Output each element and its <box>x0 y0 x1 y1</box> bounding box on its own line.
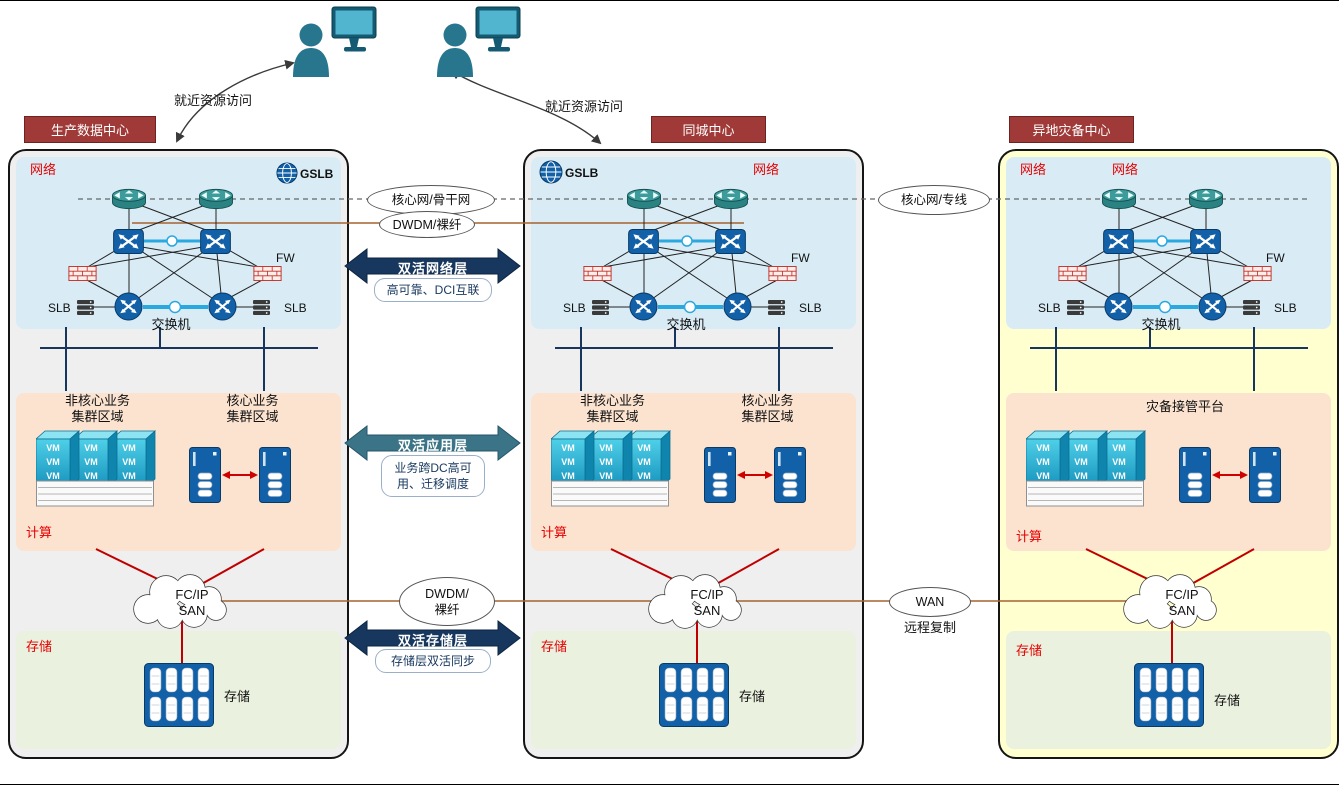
network-layer-desc: 高可靠、DCI互联 <box>374 278 492 302</box>
core-line1: 核心业务 <box>741 393 794 408</box>
switch-label: 交换机 <box>1141 317 1181 332</box>
slb-right-label: SLB <box>284 301 307 315</box>
app-layer-desc: 业务跨DC高可用、迁移调度 <box>381 455 485 497</box>
storage-section <box>531 631 856 749</box>
storage-section <box>1006 631 1331 749</box>
user-workstation-icon <box>436 6 521 78</box>
network-label-right: 网络 <box>1112 162 1139 177</box>
access-label-left: 就近资源访问 <box>173 93 252 108</box>
wan-desc-label: 远程复制 <box>903 620 956 635</box>
dwdm-line1: DWDM/ <box>425 586 469 601</box>
network-label: 网络 <box>753 162 780 177</box>
storage-label: 存储 <box>26 639 53 654</box>
compute-section <box>1006 393 1331 551</box>
network-label: 网络 <box>30 162 57 177</box>
datacenter-production: 网络 GSLB FW SLB SLB 交换机 非核心业务集群区域 核心业务集群区… <box>8 149 349 759</box>
noncore-line2: 集群区域 <box>586 409 639 424</box>
fw-label: FW <box>791 251 810 265</box>
gslb-label: GSLB <box>565 166 599 180</box>
app-desc-line1: 业务跨DC高可 <box>394 461 472 475</box>
slb-right-label: SLB <box>1274 301 1297 315</box>
storage-layer-desc: 存储层双活同步 <box>375 649 491 673</box>
wan-oval: WAN <box>889 587 971 617</box>
noncore-cluster-title: 非核心业务集群区域 <box>565 393 660 425</box>
storage-device-label: 存储 <box>1214 693 1241 708</box>
san-line2: SAN <box>1168 603 1196 618</box>
dwdm-line2: 裸纤 <box>434 602 460 617</box>
network-label-left: 网络 <box>1020 162 1047 177</box>
app-layer-title: 双活应用层 <box>397 438 468 453</box>
slb-right-label: SLB <box>799 301 822 315</box>
storage-label: 存储 <box>1016 643 1043 658</box>
user-workstation-icon <box>292 6 377 78</box>
datacenter-samecity: GSLB 网络 FW SLB SLB 交换机 非核心业务集群区域 核心业务集群区… <box>523 149 864 759</box>
storage-layer-title: 双活存储层 <box>397 633 468 648</box>
san-line2: SAN <box>178 603 206 618</box>
core-private-oval: 核心网/专线 <box>878 185 990 215</box>
dwdm-bottom-oval: DWDM/裸纤 <box>399 577 495 626</box>
core-line1: 核心业务 <box>226 393 279 408</box>
san-line1: FC/IP <box>690 587 724 602</box>
dwdm-top-oval: DWDM/裸纤 <box>379 211 475 238</box>
slb-left-label: SLB <box>1038 301 1061 315</box>
network-layer-title: 双活网络层 <box>397 261 468 276</box>
dc3-title: 异地灾备中心 <box>1009 116 1134 143</box>
dc2-title: 同城中心 <box>651 116 766 143</box>
storage-device-label: 存储 <box>739 689 766 704</box>
storage-device-label: 存储 <box>224 689 251 704</box>
compute-label: 计算 <box>541 525 568 540</box>
switch-label: 交换机 <box>666 317 706 332</box>
noncore-line1: 非核心业务 <box>579 393 645 408</box>
slb-left-label: SLB <box>48 301 71 315</box>
san-line2: SAN <box>693 603 721 618</box>
storage-label: 存储 <box>541 639 568 654</box>
storage-section <box>16 631 341 749</box>
gslb-label: GSLB <box>300 167 334 181</box>
compute-label: 计算 <box>1016 529 1043 544</box>
noncore-cluster-title: 非核心业务集群区域 <box>50 393 145 425</box>
core-cluster-title: 核心业务集群区域 <box>205 393 300 425</box>
switch-label: 交换机 <box>151 317 191 332</box>
core-cluster-title: 核心业务集群区域 <box>720 393 815 425</box>
fw-label: FW <box>276 251 295 265</box>
noncore-line2: 集群区域 <box>71 409 124 424</box>
core-line2: 集群区域 <box>226 409 279 424</box>
san-line1: FC/IP <box>175 587 209 602</box>
core-line2: 集群区域 <box>741 409 794 424</box>
noncore-line1: 非核心业务 <box>64 393 130 408</box>
slb-left-label: SLB <box>563 301 586 315</box>
compute-label: 计算 <box>26 525 53 540</box>
app-desc-line2: 用、迁移调度 <box>396 477 469 491</box>
san-line1: FC/IP <box>1165 587 1199 602</box>
dc1-title: 生产数据中心 <box>24 116 156 143</box>
dr-platform-title: 灾备接管平台 <box>1145 399 1224 414</box>
fw-label: FW <box>1266 251 1285 265</box>
access-label-right: 就近资源访问 <box>544 99 623 114</box>
